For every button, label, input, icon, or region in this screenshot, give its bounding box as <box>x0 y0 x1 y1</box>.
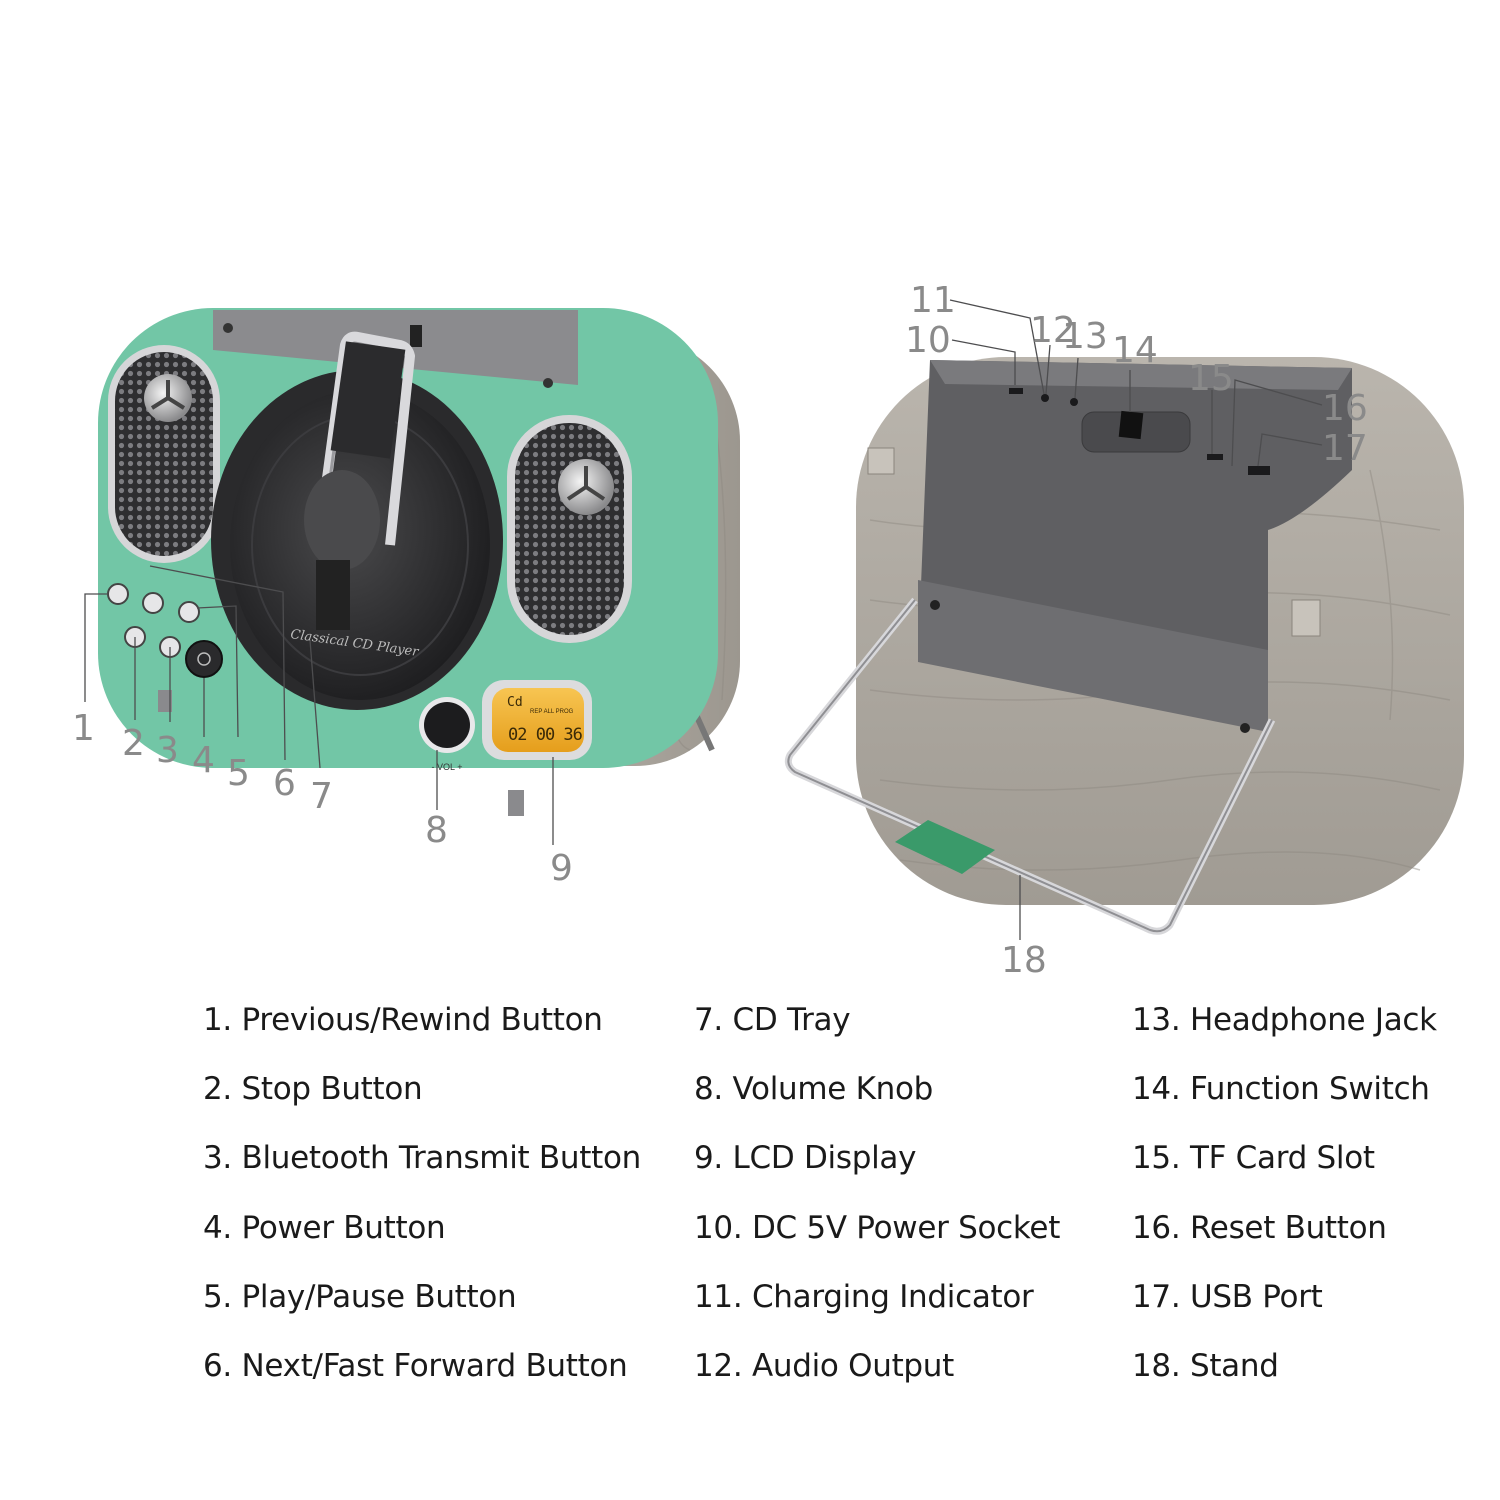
legend-column-1: 1. Previous/Rewind Button 2. Stop Button… <box>203 995 641 1410</box>
callout-7: 7 <box>310 776 333 817</box>
callout-10: 10 <box>905 320 951 361</box>
callout-6: 6 <box>273 763 296 804</box>
callout-12: 12 <box>1030 310 1076 351</box>
legend-item-12: 12. Audio Output <box>694 1347 955 1384</box>
callout-4: 4 <box>192 740 215 781</box>
lcd-time-text: 02 00 36 <box>508 725 583 745</box>
callout-15: 15 <box>1188 358 1234 399</box>
volume-knob <box>424 702 470 748</box>
legend-item-1: 1. Previous/Rewind Button <box>203 1002 603 1038</box>
legend-item-17: 17. USB Port <box>1132 1278 1323 1315</box>
legend-item-15: 15. TF Card Slot <box>1132 1140 1375 1177</box>
front-leader-lines <box>84 565 554 845</box>
legend-item-11: 11. Charging Indicator <box>694 1278 1034 1315</box>
legend-item-5: 5. Play/Pause Button <box>203 1278 517 1315</box>
callout-18: 18 <box>1001 940 1047 981</box>
callout-9: 9 <box>550 848 573 889</box>
stand-tag <box>895 820 995 874</box>
legend-item-8: 8. Volume Knob <box>694 1071 934 1108</box>
callout-1: 1 <box>72 708 95 749</box>
callout-3: 3 <box>156 730 179 771</box>
tray-handle <box>315 331 415 546</box>
callout-16: 16 <box>1322 388 1368 429</box>
right-speaker-grille <box>515 423 624 635</box>
lcd-top-text: Cd <box>507 695 523 710</box>
legend-item-7: 7. CD Tray <box>694 1002 851 1038</box>
parts-legend: 1. Previous/Rewind Button 2. Stop Button… <box>0 995 1500 1415</box>
product-diagram: Classical CD Player - VOL + Cd REP ALL P… <box>72 280 1464 981</box>
legend-item-13: 13. Headphone Jack <box>1132 1002 1437 1038</box>
legend-item-2: 2. Stop Button <box>203 1071 423 1108</box>
legend-item-16: 16. Reset Button <box>1132 1209 1387 1246</box>
legend-item-18: 18. Stand <box>1132 1347 1279 1384</box>
rear-leader-lines <box>949 299 1323 940</box>
vol-label: - VOL + <box>432 762 463 772</box>
legend-item-14: 14. Function Switch <box>1132 1071 1430 1108</box>
callout-14: 14 <box>1112 330 1158 371</box>
legend-column-3: 13. Headphone Jack 14. Function Switch 1… <box>1132 995 1437 1410</box>
legend-item-9: 9. LCD Display <box>694 1140 917 1177</box>
front-view: Classical CD Player - VOL + Cd REP ALL P… <box>84 308 740 845</box>
legend-item-10: 10. DC 5V Power Socket <box>694 1209 1061 1246</box>
legend-column-2: 7. CD Tray 8. Volume Knob 9. LCD Display… <box>694 995 1060 1410</box>
rear-ports <box>1009 388 1270 475</box>
callout-2: 2 <box>122 723 145 764</box>
callout-numbers: 1 2 3 4 5 6 7 8 9 10 11 12 13 14 15 16 1… <box>72 280 1368 981</box>
legend-item-6: 6. Next/Fast Forward Button <box>203 1347 628 1384</box>
tray-hub <box>304 470 380 570</box>
lcd-flags-text: REP ALL PROG <box>530 709 574 715</box>
legend-item-4: 4. Power Button <box>203 1209 446 1246</box>
callout-13: 13 <box>1062 316 1108 357</box>
legend-item-3: 3. Bluetooth Transmit Button <box>203 1140 641 1177</box>
callout-8: 8 <box>425 810 448 851</box>
callout-11: 11 <box>910 280 956 321</box>
rear-view <box>784 299 1464 940</box>
lcd-screen <box>492 688 584 752</box>
callout-17: 17 <box>1322 428 1368 469</box>
callout-5: 5 <box>227 753 250 794</box>
